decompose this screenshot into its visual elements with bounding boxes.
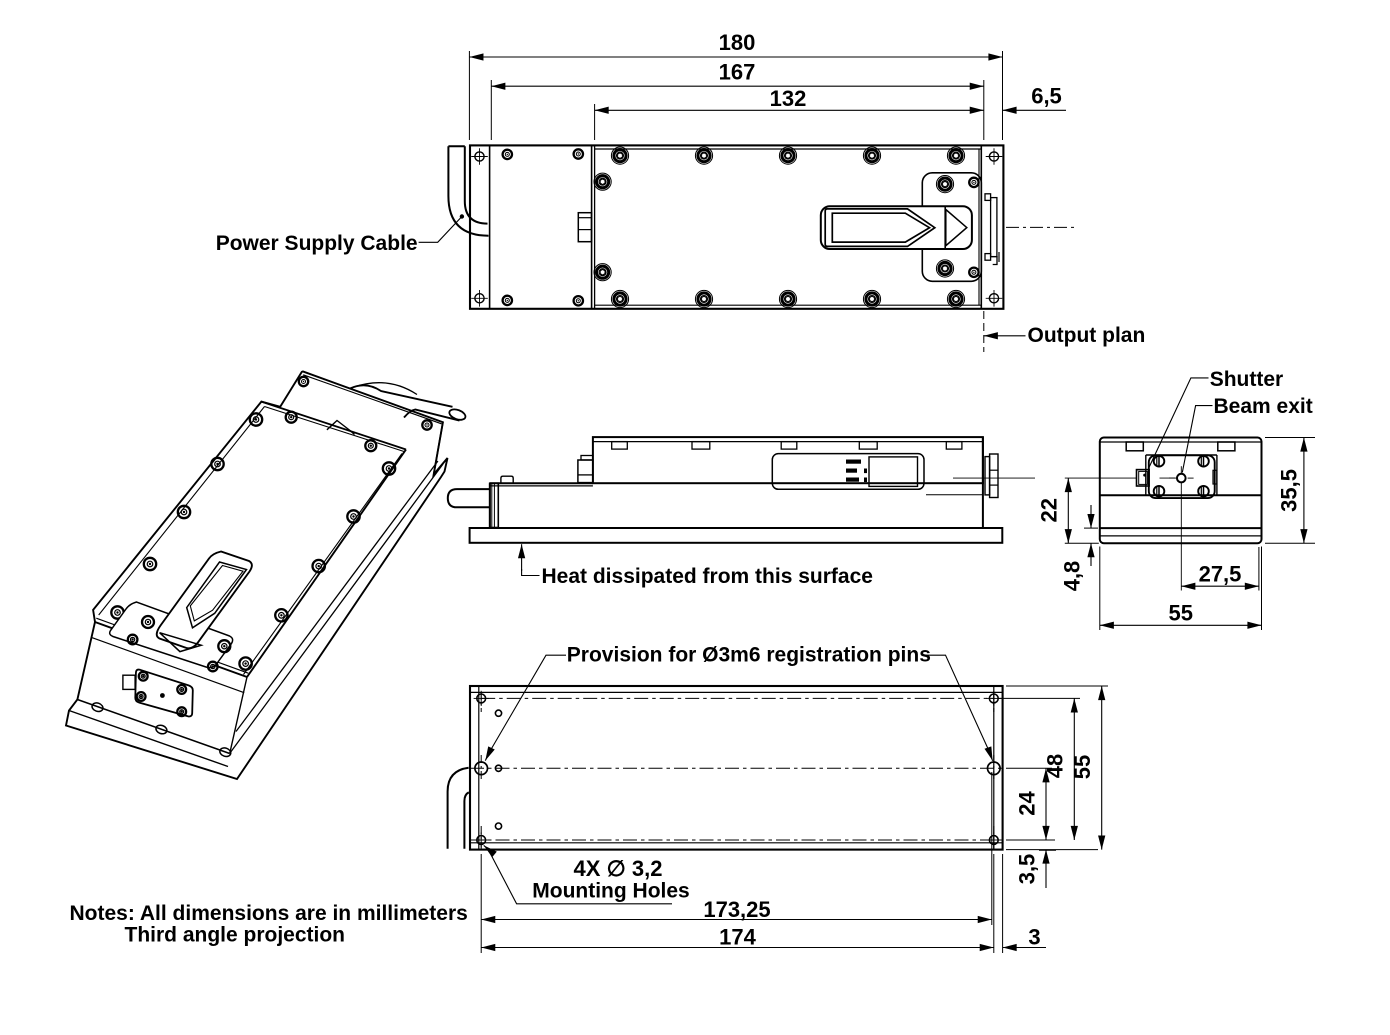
svg-text:174: 174	[719, 925, 756, 950]
svg-text:132: 132	[770, 86, 807, 111]
svg-text:173,25: 173,25	[703, 897, 770, 922]
svg-text:4X ∅ 3,2: 4X ∅ 3,2	[574, 856, 663, 881]
svg-text:35,5: 35,5	[1277, 469, 1302, 512]
svg-text:4,8: 4,8	[1060, 561, 1085, 592]
svg-text:6,5: 6,5	[1031, 84, 1062, 109]
svg-text:167: 167	[719, 60, 756, 85]
svg-text:Beam exit: Beam exit	[1214, 395, 1313, 418]
svg-text:Third angle projection: Third angle projection	[125, 923, 346, 946]
svg-text:3,5: 3,5	[1015, 854, 1040, 885]
svg-text:Power Supply Cable: Power Supply Cable	[216, 232, 418, 255]
svg-text:24: 24	[1015, 791, 1040, 816]
svg-text:Mounting Holes: Mounting Holes	[532, 880, 689, 903]
svg-text:22: 22	[1037, 498, 1062, 522]
svg-text:Output plan: Output plan	[1028, 324, 1146, 347]
svg-text:180: 180	[719, 30, 756, 55]
svg-text:Shutter: Shutter	[1210, 368, 1284, 391]
svg-text:27,5: 27,5	[1199, 562, 1242, 587]
svg-text:48: 48	[1043, 754, 1068, 778]
svg-text:55: 55	[1169, 601, 1193, 626]
svg-text:55: 55	[1070, 755, 1095, 779]
svg-text:3: 3	[1028, 925, 1040, 950]
svg-text:Notes: All dimensions are in m: Notes: All dimensions are in millimeters	[70, 902, 468, 925]
svg-text:Provision for Ø3m6 registratio: Provision for Ø3m6 registration pins	[567, 644, 931, 667]
svg-text:Heat dissipated from this surf: Heat dissipated from this surface	[542, 565, 873, 588]
